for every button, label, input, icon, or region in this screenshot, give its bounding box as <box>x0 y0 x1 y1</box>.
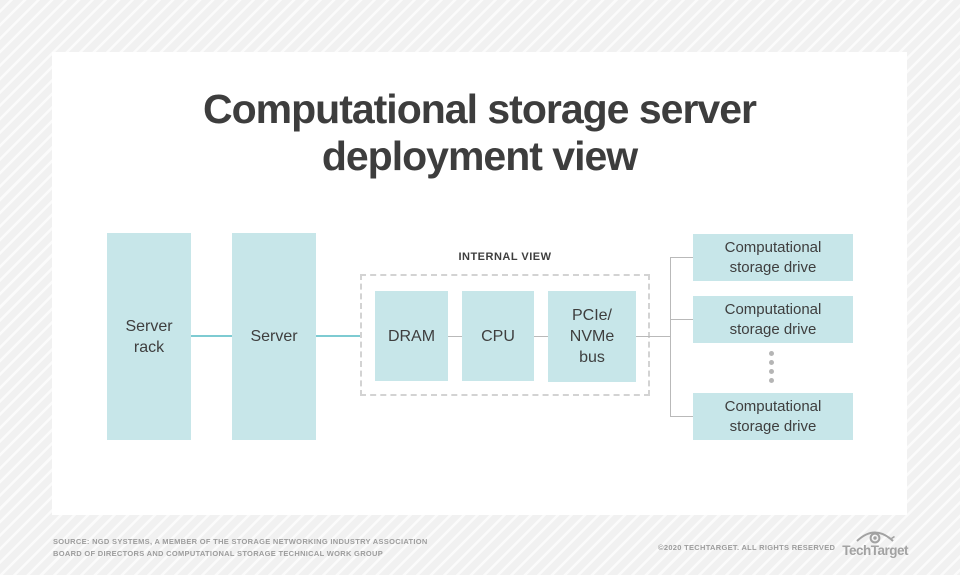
computational-storage-drive-box-3: Computational storage drive <box>693 393 853 440</box>
dram-box: DRAM <box>375 291 448 381</box>
connector-pcie-to-drives <box>636 336 670 337</box>
cpu-box: CPU <box>462 291 534 381</box>
source-attribution: SOURCE: NGD SYSTEMS, A MEMBER OF THE STO… <box>53 536 428 560</box>
footer-branding: ©2020 TECHTARGET. ALL RIGHTS RESERVED Te… <box>658 528 908 558</box>
drive-bracket-vertical-line <box>670 257 671 417</box>
copyright-text: ©2020 TECHTARGET. ALL RIGHTS RESERVED <box>658 543 836 552</box>
connector-dram-to-cpu <box>448 336 462 337</box>
connector-rack-to-server <box>191 335 232 337</box>
pcie-nvme-bus-box: PCIe/ NVMe bus <box>548 291 636 382</box>
techtarget-logo: TechTarget <box>842 528 908 558</box>
internal-view-frame <box>360 274 650 396</box>
internal-view-label: INTERNAL VIEW <box>458 251 552 263</box>
more-drives-ellipsis-dots <box>769 351 774 383</box>
drive-bracket-stub-3 <box>670 416 693 417</box>
page-title: Computational storage server deployment … <box>203 86 757 179</box>
computational-storage-drive-box-1: Computational storage drive <box>693 234 853 281</box>
drive-bracket-stub-1 <box>670 257 693 258</box>
server-rack-box: Server rack <box>107 233 191 440</box>
server-box: Server <box>232 233 316 440</box>
eye-target-icon <box>856 531 896 544</box>
computational-storage-drive-box-2: Computational storage drive <box>693 296 853 343</box>
connector-server-to-internal <box>316 335 360 337</box>
drive-bracket-stub-2 <box>670 319 693 320</box>
source-line-1: SOURCE: NGD SYSTEMS, A MEMBER OF THE STO… <box>53 537 428 546</box>
techtarget-wordmark: TechTarget <box>842 543 908 558</box>
source-line-2: BOARD OF DIRECTORS AND COMPUTATIONAL STO… <box>53 549 384 558</box>
connector-cpu-to-pcie <box>534 336 548 337</box>
